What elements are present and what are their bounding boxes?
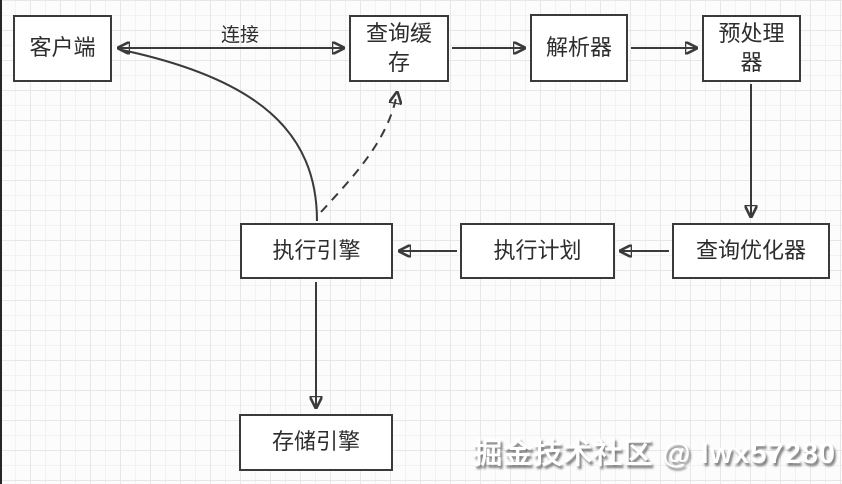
node-execution-plan: 执行计划 [460,223,615,279]
node-preprocessor: 预处理器 [702,15,801,82]
watermark-text: 掘金技术社区 @ lwx57280 [473,438,836,470]
node-storage-engine-label: 存储引擎 [271,429,360,455]
node-execution-engine-label: 执行引擎 [272,237,361,263]
node-query-cache: 查询缓存 [349,15,449,82]
node-parser: 解析器 [530,14,628,82]
edge-label-connect: 连接 [220,25,259,46]
left-edge-line [0,0,2,484]
node-execution-engine: 执行引擎 [240,223,393,279]
node-client: 客户端 [13,15,112,82]
node-query-optimizer: 查询优化器 [672,223,830,279]
edge-executionengine-querycache-dashed-curve [320,93,397,213]
node-query-cache-label: 查询缓存 [365,20,432,75]
edge-executionengine-client-curve [121,49,318,222]
node-execution-plan-label: 执行计划 [493,237,582,263]
node-parser-label: 解析器 [545,34,612,60]
node-query-optimizer-label: 查询优化器 [695,237,806,263]
node-client-label: 客户端 [29,35,96,61]
node-storage-engine: 存储引擎 [239,414,393,471]
node-preprocessor-label: 预处理器 [718,20,785,75]
